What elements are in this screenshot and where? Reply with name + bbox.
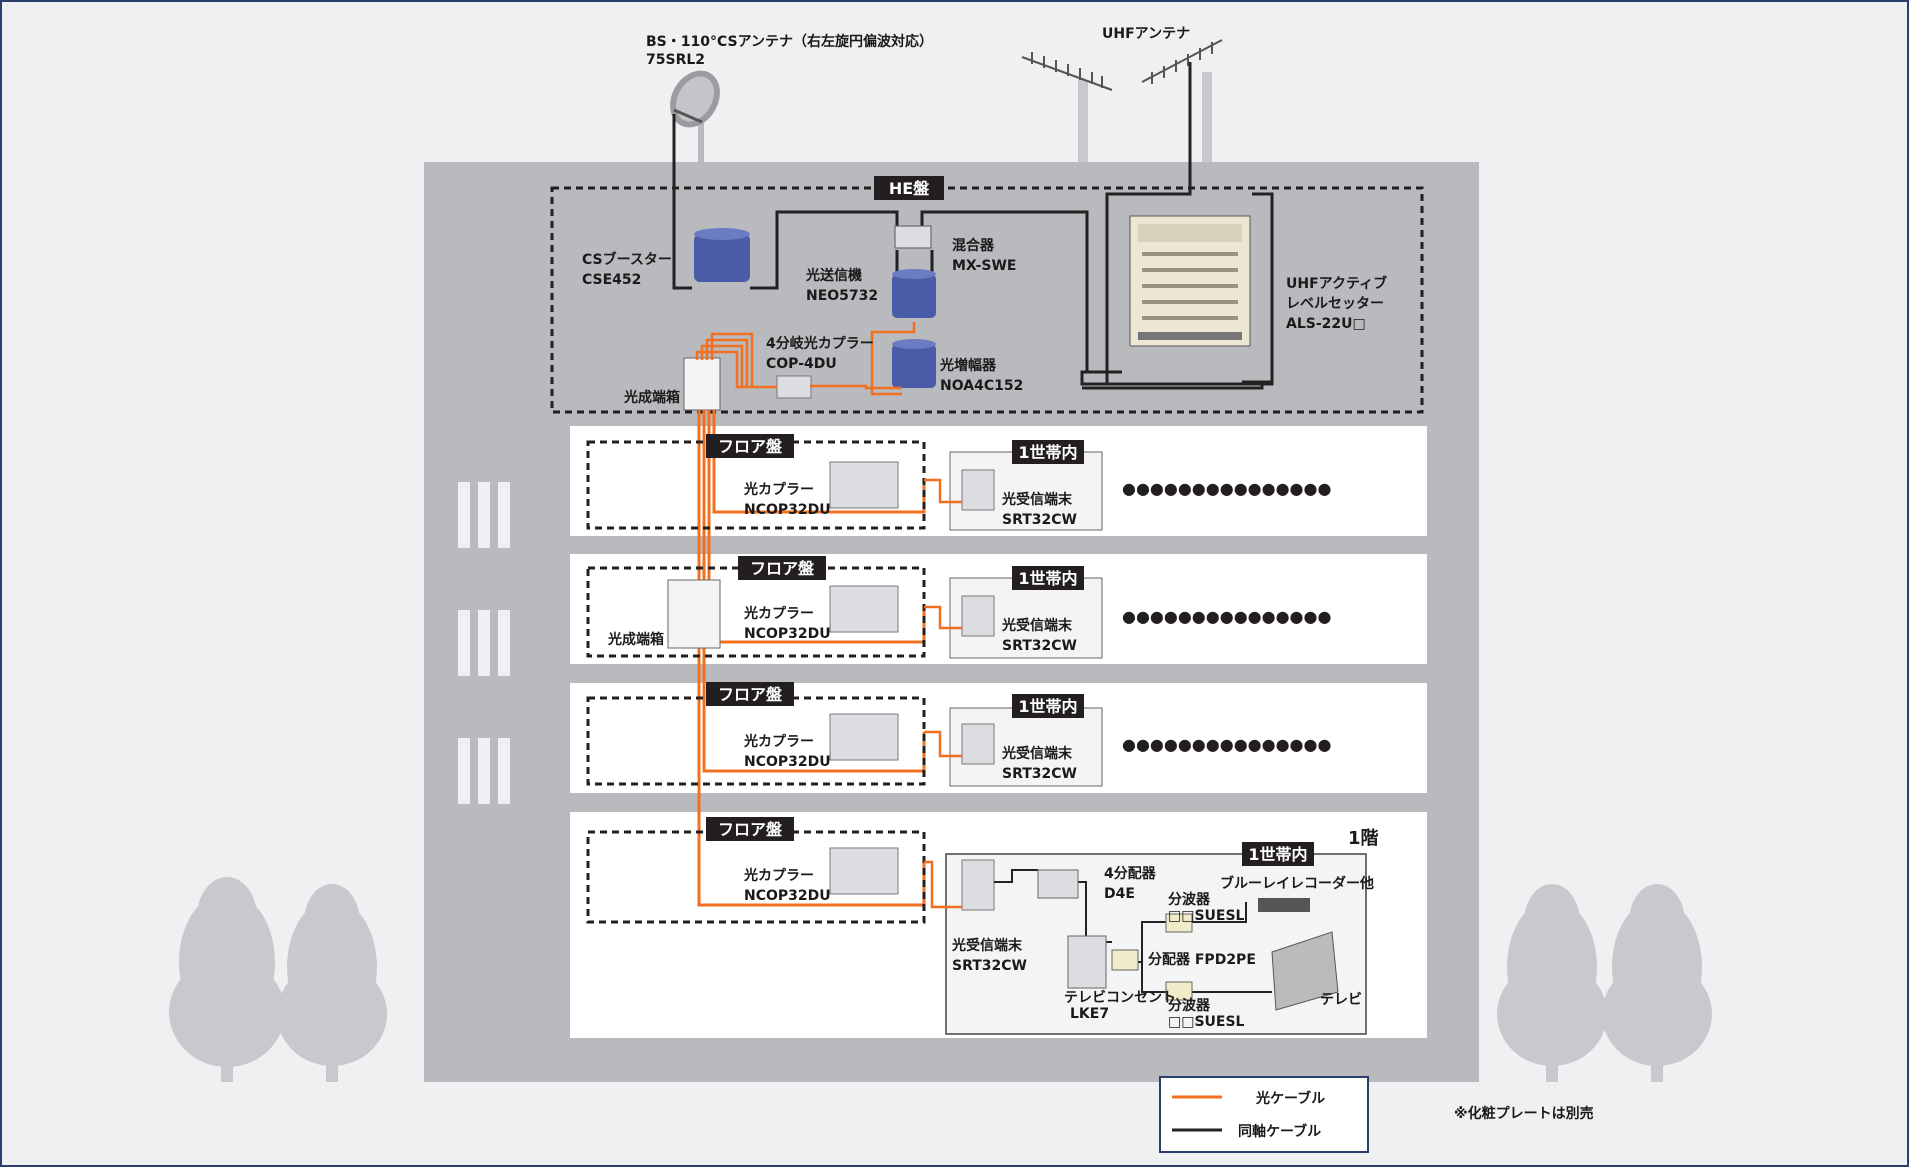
- floor4-unit-label: 1世帯内: [1018, 443, 1077, 462]
- coupler4-label-2: COP-4DU: [766, 356, 837, 372]
- note-text: ※化粧プレートは別売: [1454, 1105, 1594, 1122]
- ground-coupler-label-1: 光カプラー: [743, 867, 814, 884]
- uhf-level-setter-icon: [1129, 215, 1251, 347]
- amp-label-2: NOA4C152: [940, 378, 1023, 394]
- uhf-antenna-icon: [1021, 39, 1223, 162]
- outlet-label-2: LKE7: [1070, 1006, 1109, 1022]
- coupler4-label-1: 4分岐光カプラー: [766, 335, 874, 352]
- floor4-coupler-label-2: NCOP32DU: [744, 502, 831, 518]
- ground-floor-label: 1階: [1348, 828, 1379, 849]
- legend-optical-label: 光ケーブル: [1255, 1090, 1325, 1107]
- optical-tx-label-2: NEO5732: [806, 288, 878, 304]
- ground-unit-label: 1世帯内: [1248, 845, 1307, 864]
- ground-terminal-label-2: SRT32CW: [952, 958, 1027, 974]
- splitter4-label-2: D4E: [1104, 886, 1135, 902]
- bs-antenna-label-2: 75SRL2: [646, 52, 705, 68]
- splitter4-label-1: 4分配器: [1104, 866, 1157, 882]
- floor2-unit-label: 1世帯内: [1018, 697, 1077, 716]
- cs-booster-icon: [694, 228, 750, 282]
- floor3-coupler-label-2: NCOP32DU: [744, 626, 831, 642]
- bs-antenna-label-1: BS・110°CSアンテナ（右左旋円偏波対応）: [646, 33, 933, 50]
- ground-coupler-label-2: NCOP32DU: [744, 888, 831, 904]
- floor3-panel-label: フロア盤: [750, 559, 815, 578]
- ground-panel-label: フロア盤: [718, 820, 783, 839]
- terminal-box-label: 光成端箱: [623, 389, 680, 406]
- floor4-coupler-label-1: 光カプラー: [743, 481, 814, 498]
- legend-box: [1159, 1076, 1369, 1153]
- he-panel-title: HE盤: [889, 179, 930, 198]
- cs-booster-label-1: CSブースター: [582, 251, 672, 268]
- floor2-coupler-label-2: NCOP32DU: [744, 754, 831, 770]
- he-panel-frame: [550, 186, 1424, 414]
- floor3-terminal-label-1: 光受信端末: [1001, 617, 1073, 634]
- sep-a-label-1: 分波器: [1168, 891, 1211, 908]
- uhf-setter-label-3: ALS-22U□: [1286, 316, 1366, 332]
- bluray-label: ブルーレイレコーダー他: [1220, 875, 1374, 892]
- balcony-3: [448, 728, 518, 814]
- tree-left-2: [277, 884, 387, 1082]
- floor3-terminal-label-2: SRT32CW: [1002, 638, 1077, 654]
- floor3-dots: ●●●●●●●●●●●●●●●: [1122, 607, 1331, 626]
- floor3-coupler-label-1: 光カプラー: [743, 605, 814, 622]
- floor-1: [586, 830, 1367, 1035]
- tree-right-2: [1602, 884, 1712, 1082]
- balcony-2: [448, 600, 518, 686]
- floor-tags: [706, 434, 1314, 866]
- floor2-terminal-label-1: 光受信端末: [1001, 745, 1073, 762]
- floor4-dots: ●●●●●●●●●●●●●●●: [1122, 479, 1331, 498]
- cs-booster-label-2: CSE452: [582, 272, 641, 288]
- mixer-icon: [894, 225, 932, 249]
- optical-amplifier-icon: [892, 339, 936, 388]
- balcony-1: [448, 472, 518, 558]
- optical-tx-label-1: 光送信機: [805, 267, 862, 284]
- optical-wiring-he: [695, 322, 916, 396]
- floor3-box-label: 光成端箱: [607, 631, 664, 648]
- floor4-panel-label: フロア盤: [718, 437, 783, 456]
- bs-antenna-icon: [670, 70, 720, 162]
- ground-terminal-label-1: 光受信端末: [951, 937, 1023, 954]
- floor2-coupler-label-1: 光カプラー: [743, 733, 814, 750]
- he-panel-title-tag: [874, 176, 944, 200]
- tree-left-1: [169, 877, 285, 1082]
- tree-right-1: [1497, 884, 1607, 1082]
- mixer-label-1: 混合器: [952, 237, 995, 254]
- floor2-terminal-label-2: SRT32CW: [1002, 766, 1077, 782]
- floor-3: [586, 566, 1103, 659]
- sep-b-label-1: 分波器: [1168, 997, 1211, 1014]
- uhf-setter-label-1: UHFアクティブ: [1286, 275, 1387, 292]
- optical-transmitter-icon: [892, 269, 936, 318]
- splitter2-label: 分配器 FPD2PE: [1148, 952, 1256, 968]
- terminal-box-he-icon: [683, 357, 721, 411]
- coupler4-icon: [776, 375, 812, 399]
- outlet-label-1: テレビコンセント: [1064, 990, 1176, 1006]
- sep-b-label-2: □□SUESL: [1168, 1014, 1245, 1030]
- uhf-setter-label-2: レベルセッター: [1286, 296, 1384, 312]
- floor3-unit-label: 1世帯内: [1018, 569, 1077, 588]
- amp-label-1: 光増幅器: [939, 357, 997, 374]
- floor2-panel-label: フロア盤: [718, 685, 783, 704]
- sep-a-label-2: □□SUESL: [1168, 908, 1245, 924]
- coax-wiring-he: [672, 62, 1274, 390]
- legend-coax-label: 同軸ケーブル: [1238, 1123, 1321, 1140]
- uhf-antenna-label: UHFアンテナ: [1102, 26, 1190, 42]
- tv-label: テレビ: [1320, 992, 1362, 1008]
- floor4-terminal-label-1: 光受信端末: [1001, 491, 1073, 508]
- mixer-label-2: MX-SWE: [952, 258, 1016, 274]
- floor4-terminal-label-2: SRT32CW: [1002, 512, 1077, 528]
- floor2-dots: ●●●●●●●●●●●●●●●: [1122, 735, 1331, 754]
